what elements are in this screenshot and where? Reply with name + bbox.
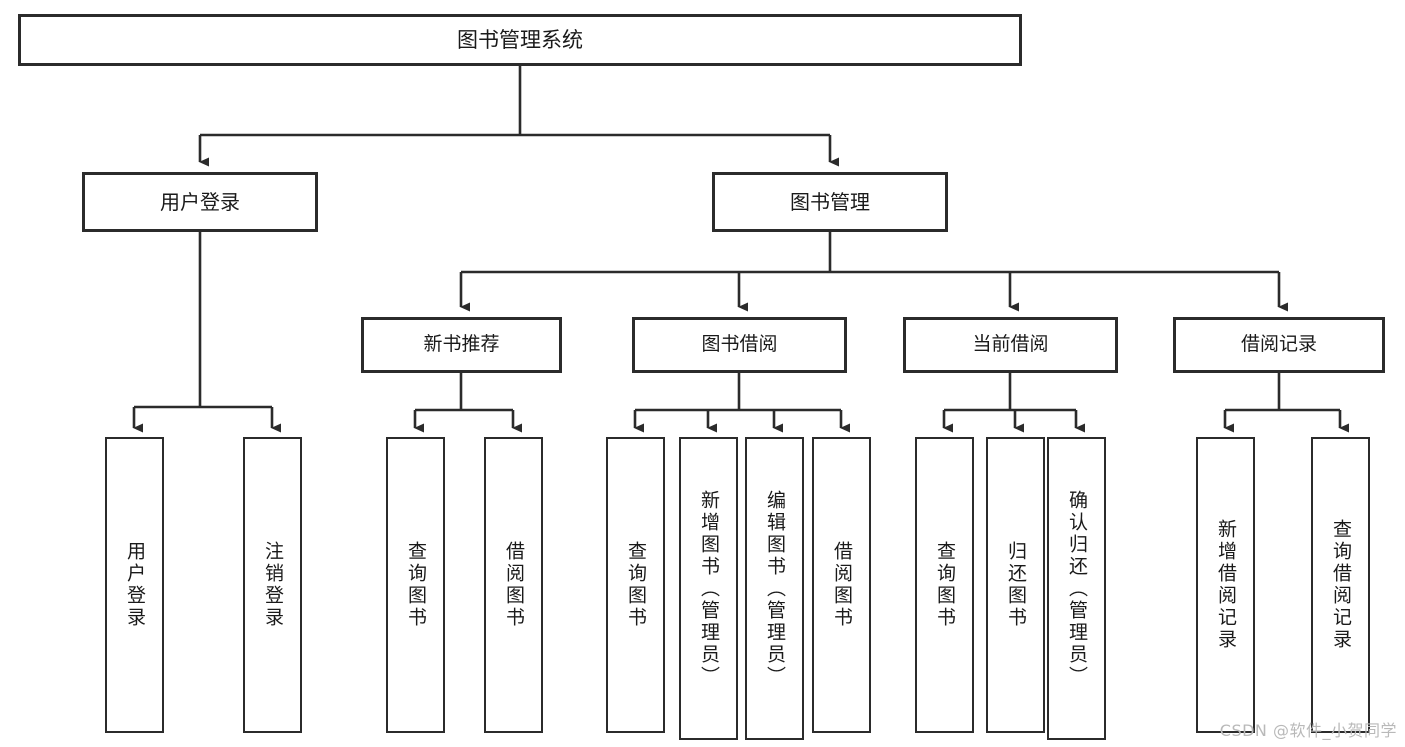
node-book-borrow[interactable]: 图书借阅	[632, 317, 847, 373]
node-user-login[interactable]: 用户登录	[82, 172, 318, 232]
node-label: 归还图书	[1005, 541, 1027, 629]
node-label: 当前借阅	[972, 333, 1049, 356]
leaf-user-logout[interactable]: 注销登录	[243, 437, 302, 733]
node-new-book-recommend[interactable]: 新书推荐	[361, 317, 562, 373]
node-label: 借阅记录	[1240, 333, 1317, 356]
node-book-management[interactable]: 图书管理	[712, 172, 948, 232]
edges-bookmgmt-to-level3	[459, 232, 1288, 312]
node-label: 查询图书	[405, 541, 427, 629]
leaf-borrow-book-recommend[interactable]: 借阅图书	[484, 437, 543, 733]
node-label: 查询图书	[934, 541, 956, 629]
edges-records-to-leaves	[1223, 373, 1349, 433]
edges-newbook-to-leaves	[413, 373, 522, 433]
edges-borrow-to-leaves	[633, 373, 850, 433]
leaf-user-login[interactable]: 用户登录	[105, 437, 164, 733]
leaf-query-book-borrow[interactable]: 查询图书	[606, 437, 665, 733]
edges-userlogin-to-leaves	[132, 232, 281, 433]
node-label: 新书推荐	[423, 333, 500, 356]
leaf-add-book-admin[interactable]: 新增图书（管理员）	[679, 437, 738, 740]
leaf-edit-book-admin[interactable]: 编辑图书（管理员）	[745, 437, 804, 740]
node-label: 借阅图书	[831, 541, 853, 629]
node-label: 图书管理系统	[457, 27, 583, 52]
leaf-query-borrow-record[interactable]: 查询借阅记录	[1311, 437, 1370, 733]
leaf-add-borrow-record[interactable]: 新增借阅记录	[1196, 437, 1255, 733]
node-label: 查询借阅记录	[1330, 519, 1352, 651]
leaf-query-book-recommend[interactable]: 查询图书	[386, 437, 445, 733]
edges-current-to-leaves	[942, 373, 1085, 433]
edges-root-to-level2	[198, 66, 839, 167]
leaf-query-book-current[interactable]: 查询图书	[915, 437, 974, 733]
leaf-confirm-return-admin[interactable]: 确认归还（管理员）	[1047, 437, 1106, 740]
node-label: 确认归还（管理员）	[1066, 489, 1088, 688]
node-label: 借阅图书	[503, 541, 525, 629]
node-label: 用户登录	[124, 541, 146, 629]
node-root-system[interactable]: 图书管理系统	[18, 14, 1022, 66]
node-label: 编辑图书（管理员）	[764, 489, 786, 688]
leaf-return-book[interactable]: 归还图书	[986, 437, 1045, 733]
node-label: 图书借阅	[701, 333, 778, 356]
node-label: 注销登录	[262, 541, 284, 629]
node-label: 新增借阅记录	[1215, 519, 1237, 651]
node-label: 图书管理	[790, 189, 870, 214]
node-borrow-records[interactable]: 借阅记录	[1173, 317, 1385, 373]
watermark-text: CSDN @软件_小贺同学	[1219, 721, 1397, 740]
node-label: 用户登录	[160, 189, 240, 214]
node-label: 查询图书	[625, 541, 647, 629]
node-current-borrow[interactable]: 当前借阅	[903, 317, 1118, 373]
leaf-borrow-book[interactable]: 借阅图书	[812, 437, 871, 733]
node-label: 新增图书（管理员）	[698, 489, 720, 688]
